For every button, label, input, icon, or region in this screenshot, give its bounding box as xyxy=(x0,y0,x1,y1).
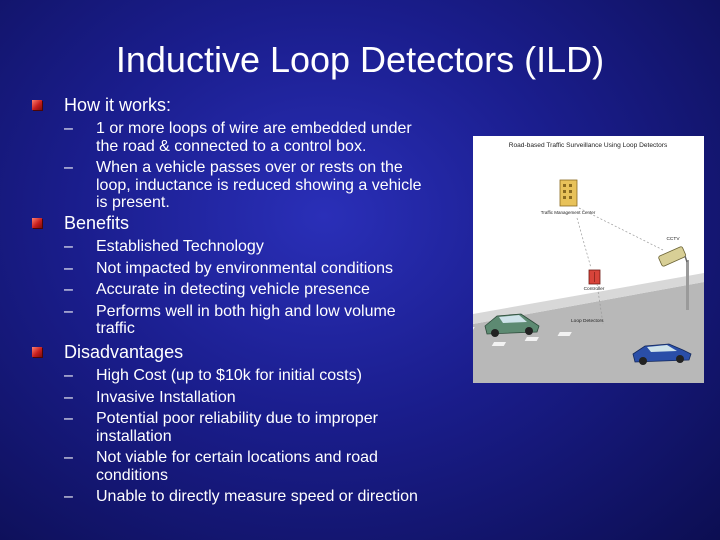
dash-bullet-icon: – xyxy=(64,388,73,406)
list-item: –Not impacted by environmental condition… xyxy=(64,259,394,277)
list-item: –Invasive Installation xyxy=(64,388,236,406)
tmc-label: Traffic Management Center xyxy=(541,210,596,215)
section-heading: Disadvantages xyxy=(64,342,184,362)
red-square-bullet-icon xyxy=(32,100,42,110)
controller-label: Controller xyxy=(584,286,605,292)
bullet-list: –High Cost (up to $10k for initial costs… xyxy=(64,367,434,506)
list-item: –Accurate in detecting vehicle presence xyxy=(64,281,370,298)
list-item: –When a vehicle passes over or rests on … xyxy=(64,159,422,211)
dash-bullet-icon: – xyxy=(64,259,73,277)
section-how-it-works: How it works: –1 or more loops of wire a… xyxy=(32,94,434,216)
red-square-bullet-icon xyxy=(32,218,42,228)
dash-bullet-icon: – xyxy=(64,302,73,320)
dash-bullet-icon: – xyxy=(64,238,73,255)
list-item: –Potential poor reliability due to impro… xyxy=(64,410,378,445)
list-item: –Established Technology xyxy=(64,238,264,255)
section-benefits: Benefits –Established Technology –Not im… xyxy=(32,212,434,342)
list-item: –1 or more loops of wire are embedded un… xyxy=(64,120,412,155)
list-item: –Unable to directly measure speed or dir… xyxy=(64,488,418,505)
road-shoulder xyxy=(473,273,704,324)
cctv-camera-icon xyxy=(658,246,689,310)
loop-detectors-label: Loop Detectors xyxy=(571,318,604,324)
dash-bullet-icon: – xyxy=(64,488,73,505)
section-disadvantages: Disadvantages –High Cost (up to $10k for… xyxy=(32,341,434,510)
loop-detector-illustration: Road-based Traffic Surveillance Using Lo… xyxy=(473,136,704,383)
bullet-list: –1 or more loops of wire are embedded un… xyxy=(64,120,434,212)
cctv-label: CCTV xyxy=(666,236,680,242)
green-car-icon xyxy=(484,313,540,337)
section-heading: How it works: xyxy=(64,95,172,115)
dash-bullet-icon: – xyxy=(64,120,73,137)
building-icon xyxy=(559,179,578,207)
dash-bullet-icon: – xyxy=(64,367,73,384)
list-item: –Performs well in both high and low volu… xyxy=(64,302,396,338)
connection-lines xyxy=(576,207,664,325)
blue-car-icon xyxy=(632,343,692,365)
dash-bullet-icon: – xyxy=(64,281,73,298)
bullet-list: –Established Technology –Not impacted by… xyxy=(64,238,434,338)
figure-caption: Road-based Traffic Surveillance Using Lo… xyxy=(509,142,668,149)
dash-bullet-icon: – xyxy=(64,449,73,466)
dash-bullet-icon: – xyxy=(64,159,73,176)
controller-cabinet-icon xyxy=(588,269,601,285)
section-heading: Benefits xyxy=(64,213,130,233)
slide-title: Inductive Loop Detectors (ILD) xyxy=(115,39,605,80)
list-item: –High Cost (up to $10k for initial costs… xyxy=(64,367,362,384)
red-square-bullet-icon xyxy=(32,347,42,357)
dash-bullet-icon: – xyxy=(64,410,73,427)
list-item: –Not viable for certain locations and ro… xyxy=(64,449,378,484)
